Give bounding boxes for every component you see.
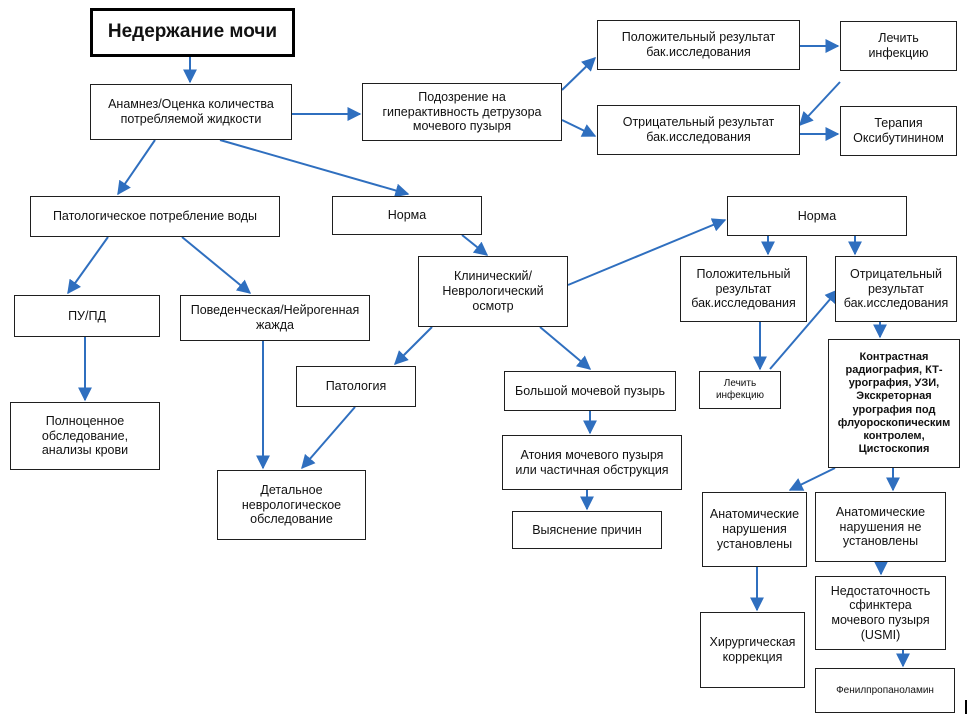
node-anamnesis: Анамнез/Оценка количества потребляемой ж… xyxy=(90,84,292,140)
node-detailed-neuro: Детальное неврологическое обследование xyxy=(217,470,366,540)
node-full-exam: Полноценное обследование, анализы крови xyxy=(10,402,160,470)
node-norm-2: Норма xyxy=(727,196,907,236)
node-treat-infection-2: Лечить инфекцию xyxy=(699,371,781,409)
edge-bracket xyxy=(965,700,967,714)
node-phenylpropanolamine: Фенилпропаноламин xyxy=(815,668,955,713)
arrow-pathowater-pupd xyxy=(67,236,109,295)
node-treat-infection-1: Лечить инфекцию xyxy=(840,21,957,71)
node-anatomic-found: Анатомические нарушения установлены xyxy=(702,492,807,567)
node-surgery: Хирургическая коррекция xyxy=(700,612,805,688)
node-pu-pd: ПУ/ПД xyxy=(14,295,160,337)
node-clinical-exam: Клинический/ Неврологический осмотр xyxy=(418,256,568,327)
arrow-pathowater-behav xyxy=(181,236,252,294)
arrow-norm1-clinical xyxy=(461,234,489,256)
node-pathologic-water: Патологическое потребление воды xyxy=(30,196,280,237)
node-negative-culture-2: Отрицательный результат бак.исследования xyxy=(835,256,957,322)
arrow-pathology-detailed xyxy=(301,406,356,470)
arrow-clinical-pathology xyxy=(394,326,433,365)
node-behavioral-thirst: Поведенческая/Нейрогенная жажда xyxy=(180,295,370,341)
node-anatomic-not-found: Анатомические нарушения не установлены xyxy=(815,492,946,562)
node-large-bladder: Большой мочевой пузырь xyxy=(504,371,676,411)
node-norm-1: Норма xyxy=(332,196,482,235)
node-find-causes: Выяснение причин xyxy=(512,511,662,549)
node-title: Недержание мочи xyxy=(90,8,295,57)
node-positive-culture-2: Положительный результат бак.исследования xyxy=(680,256,807,322)
node-negative-culture-1: Отрицательный результат бак.исследования xyxy=(597,105,800,155)
arrow-clinical-bigbladder xyxy=(539,326,592,370)
arrow-suspect-pos1 xyxy=(561,57,597,91)
node-pathology: Патология xyxy=(296,366,416,407)
arrow-treat1-neg1 xyxy=(799,81,841,127)
arrow-anamnesis-pathowater xyxy=(117,139,156,196)
arrow-suspect-neg1 xyxy=(561,119,597,137)
node-suspect-detrusor: Подозрение на гиперактивность детрузора … xyxy=(362,83,562,141)
node-oxybutynin: Терапия Оксибутинином xyxy=(840,106,957,156)
node-contrast-imaging: Контрастная радиография, КТ- урография, … xyxy=(828,339,960,468)
node-usmi: Недостаточность сфинктера мочевого пузыр… xyxy=(815,576,946,650)
arrow-contrast-anatyes xyxy=(788,467,836,491)
arrow-anamnesis-norm1 xyxy=(219,139,410,198)
node-positive-culture-1: Положительный результат бак.исследования xyxy=(597,20,800,70)
node-atony: Атония мочевого пузыря или частичная обс… xyxy=(502,435,682,490)
